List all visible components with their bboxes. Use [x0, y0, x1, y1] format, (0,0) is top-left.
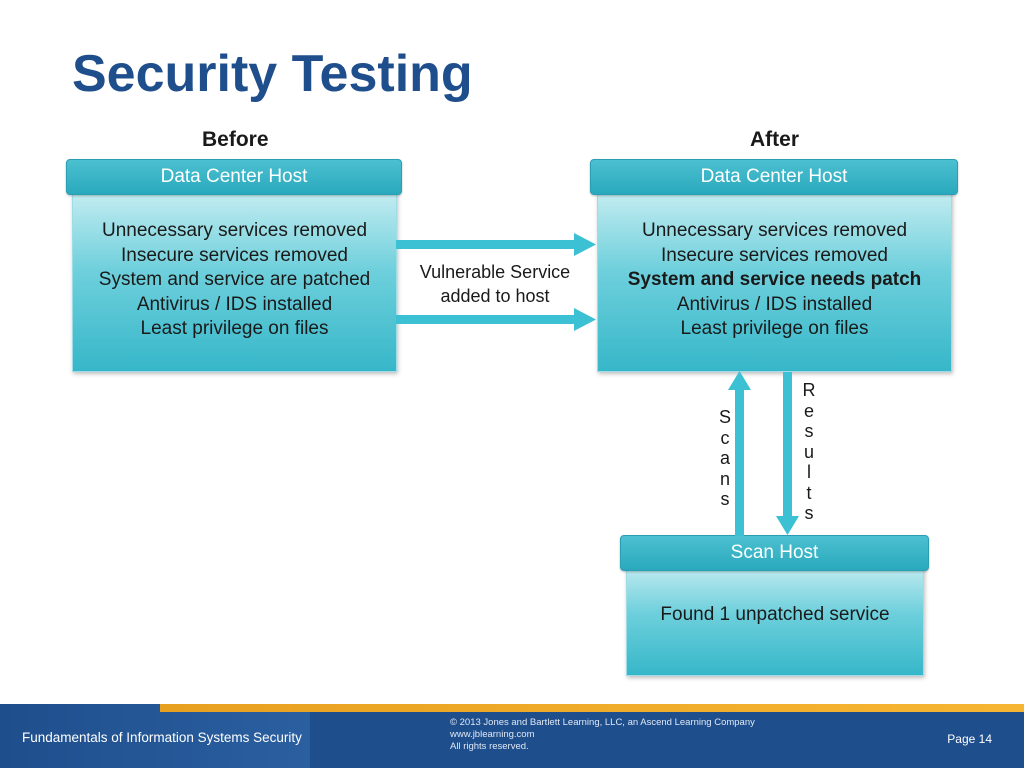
scans-letter: S	[718, 407, 731, 427]
before-line: Least privilege on files	[140, 318, 329, 339]
after-line: Insecure services removed	[660, 244, 889, 266]
footer-copyright: © 2013 Jones and Bartlett Learning, LLC,…	[450, 717, 755, 753]
scans-label: S c a n s	[713, 407, 737, 510]
copyright-rights: All rights reserved.	[450, 741, 529, 752]
before-host-services: Unnecessary services removed Insecure se…	[73, 219, 396, 342]
arrow-head-upper	[574, 233, 596, 256]
arrow-head-lower	[574, 308, 596, 331]
before-line: Unnecessary services removed	[101, 220, 368, 241]
copyright-line: © 2013 Jones and Bartlett Learning, LLC,…	[450, 717, 755, 728]
scans-letter: n	[719, 468, 730, 489]
vulnerable-service-label: Vulnerable Service added to host	[400, 260, 590, 308]
copyright-url: www.jblearning.com	[450, 729, 535, 740]
arrow-head-results	[776, 516, 799, 535]
footer-left-band	[0, 704, 310, 768]
results-label: R e s u l t s	[797, 380, 821, 524]
results-letter: e	[803, 400, 814, 421]
after-line-needs-patch: System and service needs patch	[627, 269, 922, 290]
results-letter: s	[804, 503, 814, 523]
footer-accent-stripe	[160, 704, 1024, 712]
after-heading: After	[750, 128, 800, 151]
after-line: Least privilege on files	[680, 318, 869, 339]
results-letter: s	[804, 421, 814, 441]
results-letter: R	[802, 380, 816, 400]
vulnerable-service-line1: Vulnerable Service	[419, 262, 571, 282]
results-letter: t	[806, 482, 812, 503]
results-letter: l	[807, 462, 811, 482]
scans-letter: s	[720, 489, 730, 509]
scan-host-header: Scan Host	[620, 535, 929, 571]
before-line: Antivirus / IDS installed	[136, 293, 333, 315]
before-heading: Before	[202, 128, 269, 151]
arrow-shaft-results	[783, 372, 792, 518]
before-host-header: Data Center Host	[66, 159, 402, 195]
after-host-header: Data Center Host	[590, 159, 958, 195]
after-line: Unnecessary services removed	[641, 220, 908, 241]
vulnerable-service-line2: added to host	[440, 286, 550, 306]
before-line: System and service are patched	[98, 269, 371, 290]
before-line: Insecure services removed	[120, 244, 349, 266]
results-letter: u	[803, 441, 814, 462]
arrow-head-scans	[728, 371, 751, 390]
after-host-box: Unnecessary services removed Insecure se…	[597, 186, 952, 372]
scan-host-result: Found 1 unpatched service	[660, 604, 890, 625]
footer-course-title: Fundamentals of Information Systems Secu…	[22, 730, 302, 745]
arrow-shaft-scans	[735, 388, 744, 536]
after-line: Antivirus / IDS installed	[676, 293, 873, 315]
footer-bar	[0, 704, 1024, 768]
scans-letter: a	[719, 448, 730, 468]
slide-title: Security Testing	[72, 45, 473, 103]
after-host-services: Unnecessary services removed Insecure se…	[598, 219, 951, 342]
arrow-shaft-upper	[396, 240, 576, 249]
before-host-box: Unnecessary services removed Insecure se…	[72, 186, 397, 372]
scans-letter: c	[720, 427, 730, 448]
page-number: Page 14	[947, 732, 992, 746]
arrow-shaft-lower	[396, 315, 576, 324]
